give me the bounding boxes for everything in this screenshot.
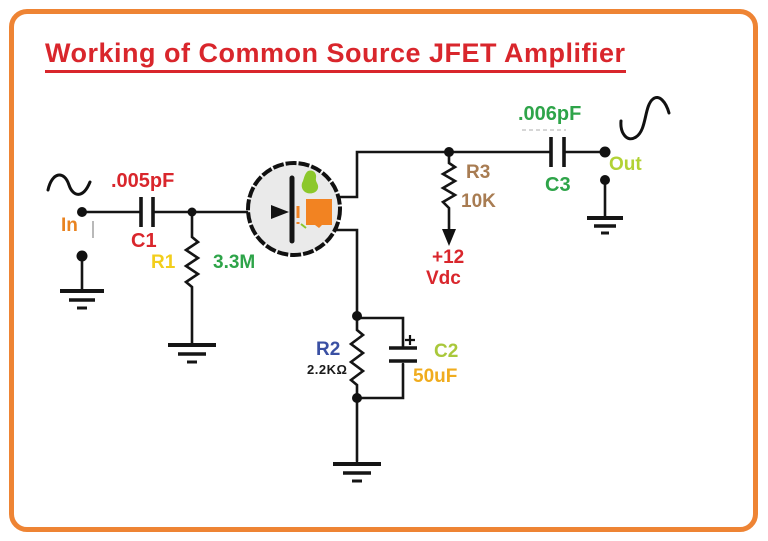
c3-value-label: .006pF bbox=[518, 103, 582, 125]
node-input-ground bbox=[76, 250, 88, 262]
input-label: In bbox=[61, 215, 78, 236]
r1-designator-label: R1 bbox=[151, 252, 176, 273]
node-output bbox=[599, 146, 611, 158]
supply-voltage-label: +12 bbox=[432, 247, 465, 268]
supply-unit-label: Vdc bbox=[426, 268, 461, 289]
resistor-r2 bbox=[348, 314, 366, 400]
capacitor-c2 bbox=[389, 335, 417, 363]
r3-value-label: 10K bbox=[461, 191, 496, 212]
r2-value-label: 2.2KΩ bbox=[307, 362, 348, 377]
node-source-top bbox=[352, 311, 362, 321]
capacitor-c3 bbox=[549, 137, 566, 167]
c2-value-label: 50uF bbox=[413, 366, 458, 387]
orange-blob-annotation bbox=[306, 199, 332, 228]
node-input bbox=[77, 207, 87, 217]
wires bbox=[80, 150, 607, 463]
node-drain-r3 bbox=[444, 147, 454, 157]
r1-value-label: 3.3M bbox=[213, 252, 256, 273]
green-tick-annotation bbox=[300, 223, 307, 229]
wire-c2-branch bbox=[355, 316, 405, 400]
r2-designator-label: R2 bbox=[316, 339, 341, 360]
r3-designator-label: R3 bbox=[466, 162, 491, 183]
resistor-r1 bbox=[183, 210, 201, 345]
ground-symbol-source bbox=[333, 462, 381, 483]
output-label: Out bbox=[609, 154, 642, 175]
input-sine-wave-icon bbox=[46, 173, 92, 196]
node-source-bottom bbox=[352, 393, 362, 403]
capacitor-c1 bbox=[139, 197, 155, 227]
node-gate-junction bbox=[187, 207, 197, 217]
green-scribble-annotation bbox=[301, 170, 319, 194]
output-sine-wave-icon bbox=[619, 96, 671, 141]
jfet-transistor bbox=[246, 161, 342, 257]
connection-nodes bbox=[76, 146, 611, 403]
page-title: Working of Common Source JFET Amplifier bbox=[45, 38, 626, 74]
gate-arrow-icon bbox=[271, 205, 289, 219]
c1-designator-label: C1 bbox=[131, 230, 157, 252]
ground-symbol-output bbox=[587, 216, 623, 235]
resistor-r3 bbox=[440, 150, 458, 233]
node-output-ground bbox=[600, 175, 610, 185]
c1-value-label: .005pF bbox=[111, 170, 175, 192]
c2-designator-label: C2 bbox=[434, 341, 459, 362]
supply-arrow-icon bbox=[442, 229, 456, 246]
ground-symbol-input bbox=[60, 289, 104, 310]
c3-designator-label: C3 bbox=[545, 174, 571, 196]
c2-polarity-plus bbox=[405, 335, 415, 345]
ground-symbol-r1 bbox=[168, 343, 216, 364]
